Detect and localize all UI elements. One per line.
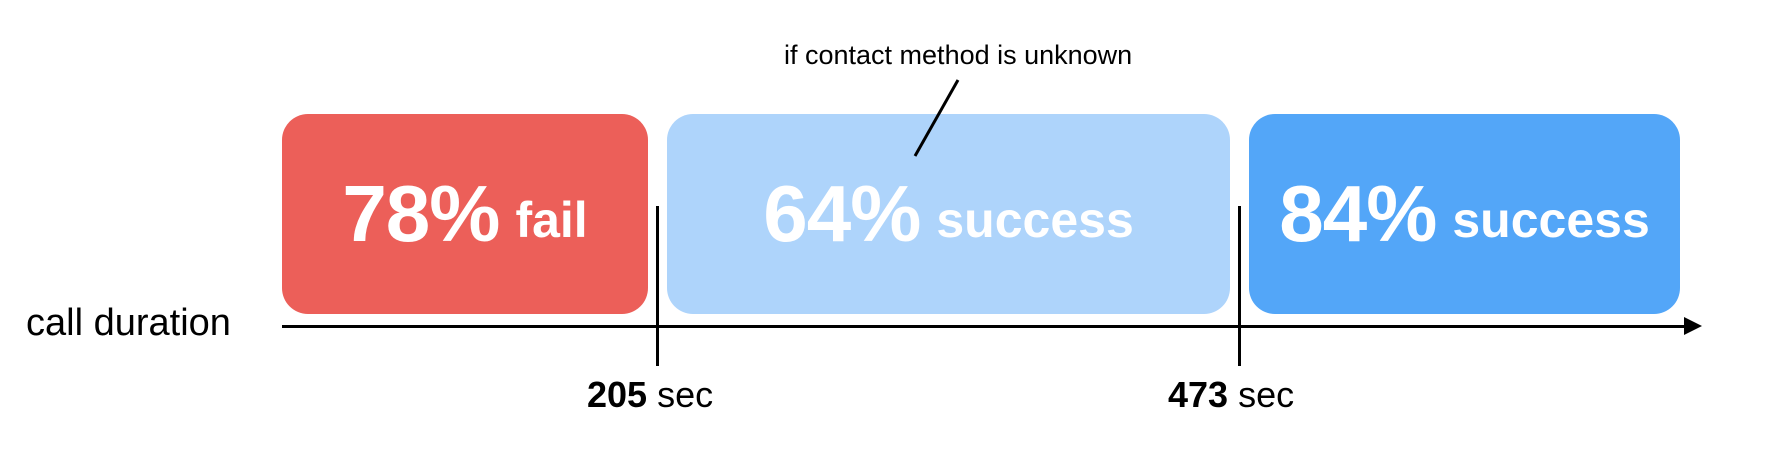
segment-percent: 78% (342, 169, 500, 258)
threshold-unit: sec (657, 374, 714, 415)
threshold-tick (656, 206, 659, 366)
segment-percent: 64% (763, 169, 921, 258)
threshold-tick (1238, 206, 1241, 366)
axis-title: call duration (26, 302, 231, 344)
threshold-value: 205 (587, 374, 648, 415)
time-axis-line (282, 325, 1692, 328)
segment-outcome: success (1452, 192, 1650, 248)
segment-outcome: fail (515, 192, 588, 248)
success-segment-box: 84% success (1249, 114, 1680, 314)
segment-outcome: success (936, 192, 1134, 248)
segment-percent: 84% (1279, 169, 1437, 258)
arrowhead-icon (1684, 317, 1702, 335)
annotation-text: if contact method is unknown (784, 40, 1133, 70)
threshold-value: 473 (1168, 374, 1229, 415)
threshold-unit: sec (1238, 374, 1295, 415)
conditional-success-segment-box: 64% success (667, 114, 1230, 314)
fail-segment-box: 78% fail (282, 114, 648, 314)
